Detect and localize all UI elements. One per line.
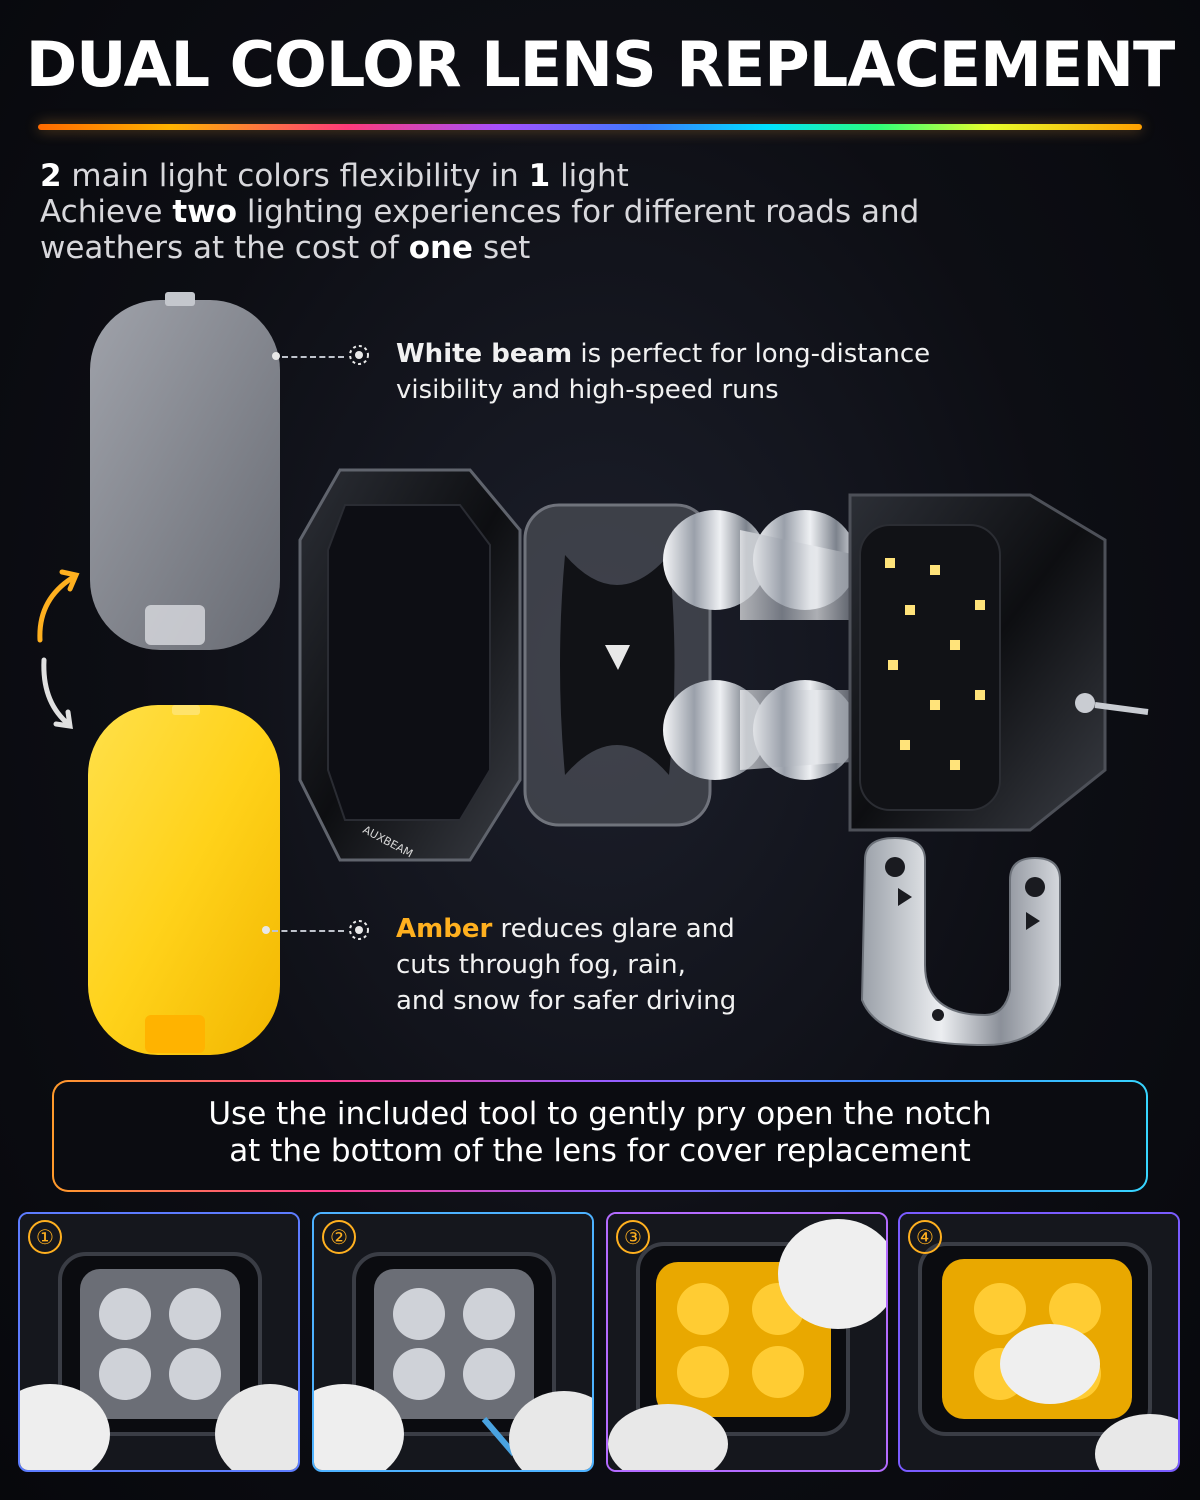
product-exploded-illustration: AUXBEAM	[37, 292, 1149, 1055]
instruction-text: Use the included tool to gently pry open…	[208, 1096, 992, 1169]
step-4-photo: ④	[898, 1212, 1180, 1472]
swap-arrows-icon	[37, 569, 80, 729]
amber-callout: Amber reduces glare and cuts through fog…	[396, 914, 737, 1016]
white-beam-callout: White beam is perfect for long-distance …	[396, 339, 931, 405]
step-3-photo: ③	[606, 1212, 888, 1472]
intro-line-3: weathers at the cost of one set	[40, 230, 531, 266]
gray-lens-cover	[90, 292, 280, 650]
reflector-cups	[663, 510, 880, 780]
leader-dot	[272, 352, 280, 360]
mounting-bracket	[860, 836, 1061, 1047]
leader-line	[282, 356, 344, 358]
rainbow-divider	[38, 124, 1142, 130]
amber-lens-cover	[88, 705, 280, 1055]
intro-text: 2 main light colors flexibility in 1 lig…	[40, 158, 1160, 266]
step-number-3: ③	[616, 1220, 650, 1254]
instruction-box	[52, 1080, 1148, 1192]
light-housing	[848, 493, 1149, 832]
step-number-2: ②	[322, 1220, 356, 1254]
leader-line	[272, 930, 344, 932]
target-dot-icon	[348, 919, 370, 941]
intro-line-2: Achieve two lighting experiences for dif…	[40, 194, 920, 230]
bezel-frame: AUXBEAM	[298, 468, 522, 862]
step-number-4: ④	[908, 1220, 942, 1254]
target-dot-icon	[348, 344, 370, 366]
step-1-photo: ①	[18, 1212, 300, 1472]
page-title: DUAL COLOR LENS REPLACEMENT	[25, 28, 1176, 101]
leader-dot	[262, 926, 270, 934]
intro-line-1: 2 main light colors flexibility in 1 lig…	[40, 158, 629, 194]
clear-lens-plate	[523, 503, 712, 827]
step-number-1: ①	[28, 1220, 62, 1254]
step-2-photo: ②	[312, 1212, 594, 1472]
